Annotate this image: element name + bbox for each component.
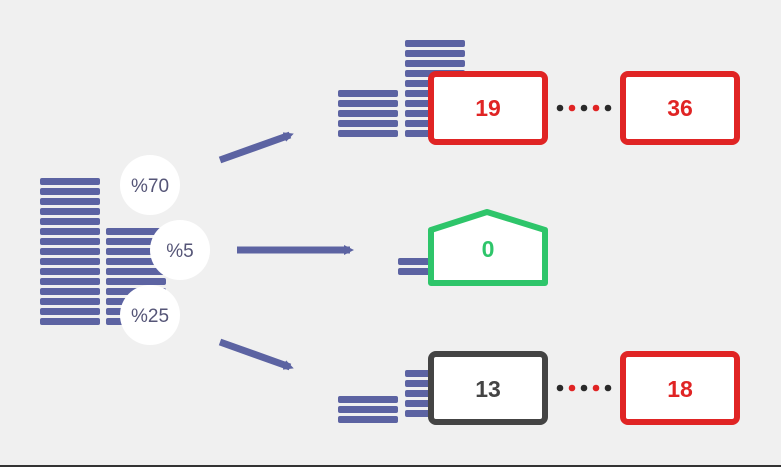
chip <box>338 130 398 137</box>
chip <box>40 178 100 185</box>
number-bottom-end: 18 <box>667 376 693 402</box>
outcome-row-bottom: 13 18 <box>428 351 740 425</box>
chip <box>338 120 398 127</box>
percent-label-top: %70 <box>131 176 169 197</box>
dot <box>580 384 588 392</box>
number-box-bottom-end <box>620 351 740 425</box>
number-box-top-start <box>428 71 548 145</box>
chip <box>40 248 100 255</box>
pocket-icon-zero <box>428 209 548 286</box>
percent-label-bottom: %25 <box>131 306 169 327</box>
chip <box>40 288 100 295</box>
dot <box>604 384 612 392</box>
percent-bubble-top: %70 <box>120 155 180 215</box>
dot <box>592 104 600 112</box>
outcome-row-top: 19 36 <box>428 71 740 145</box>
dot <box>568 384 576 392</box>
ellipsis-dots-icon-bottom <box>556 384 612 392</box>
chip <box>40 268 100 275</box>
bottom-border <box>0 465 781 467</box>
chip <box>338 396 398 403</box>
number-bottom-start: 13 <box>475 376 501 402</box>
chip <box>405 40 465 47</box>
chip <box>338 416 398 423</box>
chip <box>40 188 100 195</box>
chip <box>40 258 100 265</box>
dot <box>580 104 588 112</box>
chip <box>338 90 398 97</box>
right-arrow-icon-bottom <box>218 338 294 371</box>
chip <box>40 238 100 245</box>
percent-bubble-bottom: %25 <box>120 285 180 345</box>
result-chip-stack-bottom-short-icon <box>338 396 398 423</box>
number-box-top-end <box>620 71 740 145</box>
chip <box>40 308 100 315</box>
chip <box>338 110 398 117</box>
percent-bubble-middle: %5 <box>150 220 210 280</box>
right-arrow-icon-top <box>218 131 294 164</box>
source-chip-stack-tall-icon <box>40 178 100 325</box>
chip <box>40 228 100 235</box>
chip <box>40 318 100 325</box>
chip <box>40 208 100 215</box>
chip <box>40 198 100 205</box>
number-box-bottom-start <box>428 351 548 425</box>
dot <box>556 384 564 392</box>
outcome-row-middle: 0 <box>428 209 548 286</box>
number-zero: 0 <box>482 236 495 262</box>
chip <box>40 278 100 285</box>
dot <box>556 104 564 112</box>
chip <box>405 60 465 67</box>
result-chip-stack-top-short-icon <box>338 90 398 137</box>
chip <box>338 406 398 413</box>
chip <box>40 218 100 225</box>
percent-label-middle: %5 <box>166 241 193 262</box>
dot <box>568 104 576 112</box>
number-top-start: 19 <box>475 95 501 121</box>
ellipsis-dots-icon-top <box>556 104 612 112</box>
dot <box>604 104 612 112</box>
chip <box>106 278 166 285</box>
chip <box>338 100 398 107</box>
number-top-end: 36 <box>667 95 693 121</box>
chip <box>40 298 100 305</box>
chip <box>405 50 465 57</box>
chip <box>106 268 166 275</box>
chip <box>106 228 166 235</box>
chip <box>106 258 166 265</box>
dot <box>592 384 600 392</box>
